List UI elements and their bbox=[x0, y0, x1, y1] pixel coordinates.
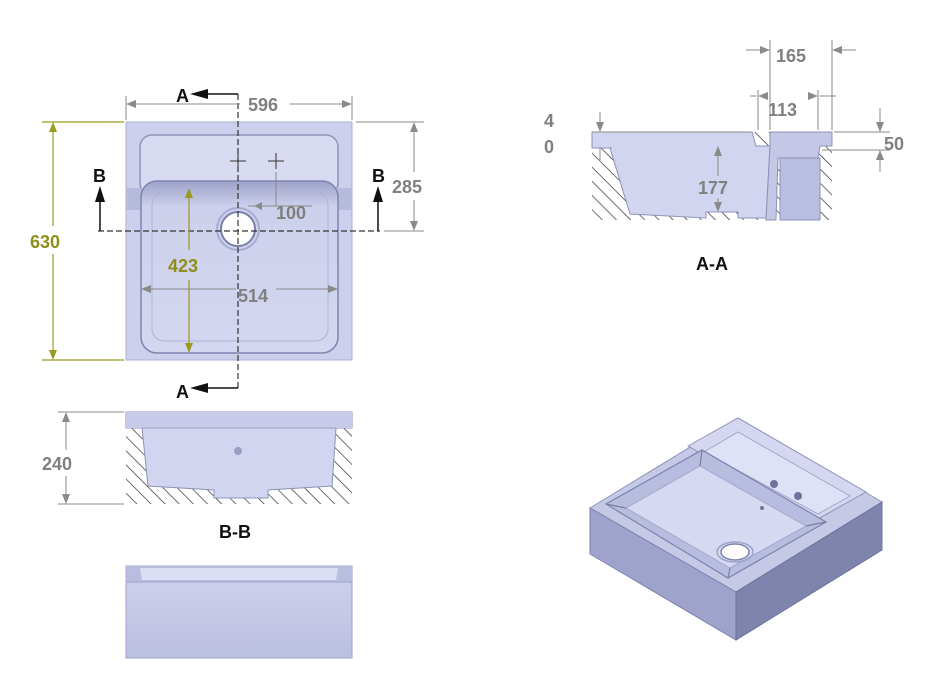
svg-text:240: 240 bbox=[42, 454, 72, 474]
cut-arrow-a-top bbox=[190, 89, 238, 99]
cut-label-a-top: A bbox=[176, 86, 189, 106]
svg-text:423: 423 bbox=[168, 256, 198, 276]
dim-113: 113 bbox=[750, 90, 836, 130]
dim-4-0: 4 0 bbox=[544, 111, 750, 160]
dim-rear-285: 285 bbox=[356, 121, 424, 232]
dim-depth-630: 630 bbox=[30, 121, 124, 361]
dim-bowl-514: 514 bbox=[141, 285, 338, 306]
svg-text:113: 113 bbox=[768, 100, 797, 120]
dim-height-240: 240 bbox=[42, 411, 124, 505]
bowl-inner bbox=[151, 192, 329, 342]
dim-bowl-423: 423 bbox=[168, 188, 198, 353]
svg-text:177: 177 bbox=[698, 178, 728, 198]
svg-text:0: 0 bbox=[544, 137, 554, 157]
bowl bbox=[140, 180, 339, 354]
cut-label-b-left: B bbox=[93, 166, 106, 186]
front-view bbox=[125, 565, 353, 659]
iso-overflow bbox=[760, 506, 764, 510]
dim-drain-100: 100 bbox=[248, 172, 312, 223]
svg-text:285: 285 bbox=[392, 177, 422, 197]
svg-text:514: 514 bbox=[238, 286, 268, 306]
cut-label-b-right: B bbox=[372, 166, 385, 186]
svg-text:4: 4 bbox=[544, 111, 554, 131]
side-ledge-right bbox=[336, 188, 352, 210]
dim-177: 177 bbox=[698, 146, 728, 212]
iso-drain bbox=[720, 543, 750, 561]
dim-width-596: 596 bbox=[125, 95, 353, 120]
bb-rim bbox=[126, 412, 352, 428]
svg-text:630: 630 bbox=[30, 232, 60, 252]
dim-50: 50 bbox=[822, 108, 904, 172]
isometric-view bbox=[589, 417, 883, 641]
aa-backsplash-void bbox=[779, 157, 821, 221]
dim-165: 165 bbox=[746, 40, 856, 130]
section-bb-label: B-B bbox=[219, 522, 251, 542]
top-view: A A B B 596 bbox=[30, 86, 424, 402]
cut-arrow-a-bottom bbox=[190, 383, 238, 393]
svg-text:50: 50 bbox=[884, 134, 904, 154]
svg-text:100: 100 bbox=[276, 203, 306, 223]
iso-front-right bbox=[735, 501, 883, 641]
bb-overflow-hole bbox=[234, 447, 242, 455]
side-ledge-left bbox=[126, 188, 142, 210]
iso-shelf-recess bbox=[702, 431, 852, 515]
svg-text:165: 165 bbox=[776, 46, 806, 66]
section-aa: 165 113 4 0 50 bbox=[544, 40, 904, 274]
svg-text:596: 596 bbox=[248, 95, 278, 115]
cut-arrow-b-right bbox=[373, 186, 383, 231]
section-bb: 240 B-B bbox=[42, 411, 353, 542]
cut-arrow-b-left bbox=[95, 186, 105, 231]
cut-label-a-bottom: A bbox=[176, 382, 189, 402]
iso-tap-hole-1 bbox=[770, 480, 778, 488]
iso-tap-hole-2 bbox=[794, 492, 802, 500]
section-aa-label: A-A bbox=[696, 254, 728, 274]
